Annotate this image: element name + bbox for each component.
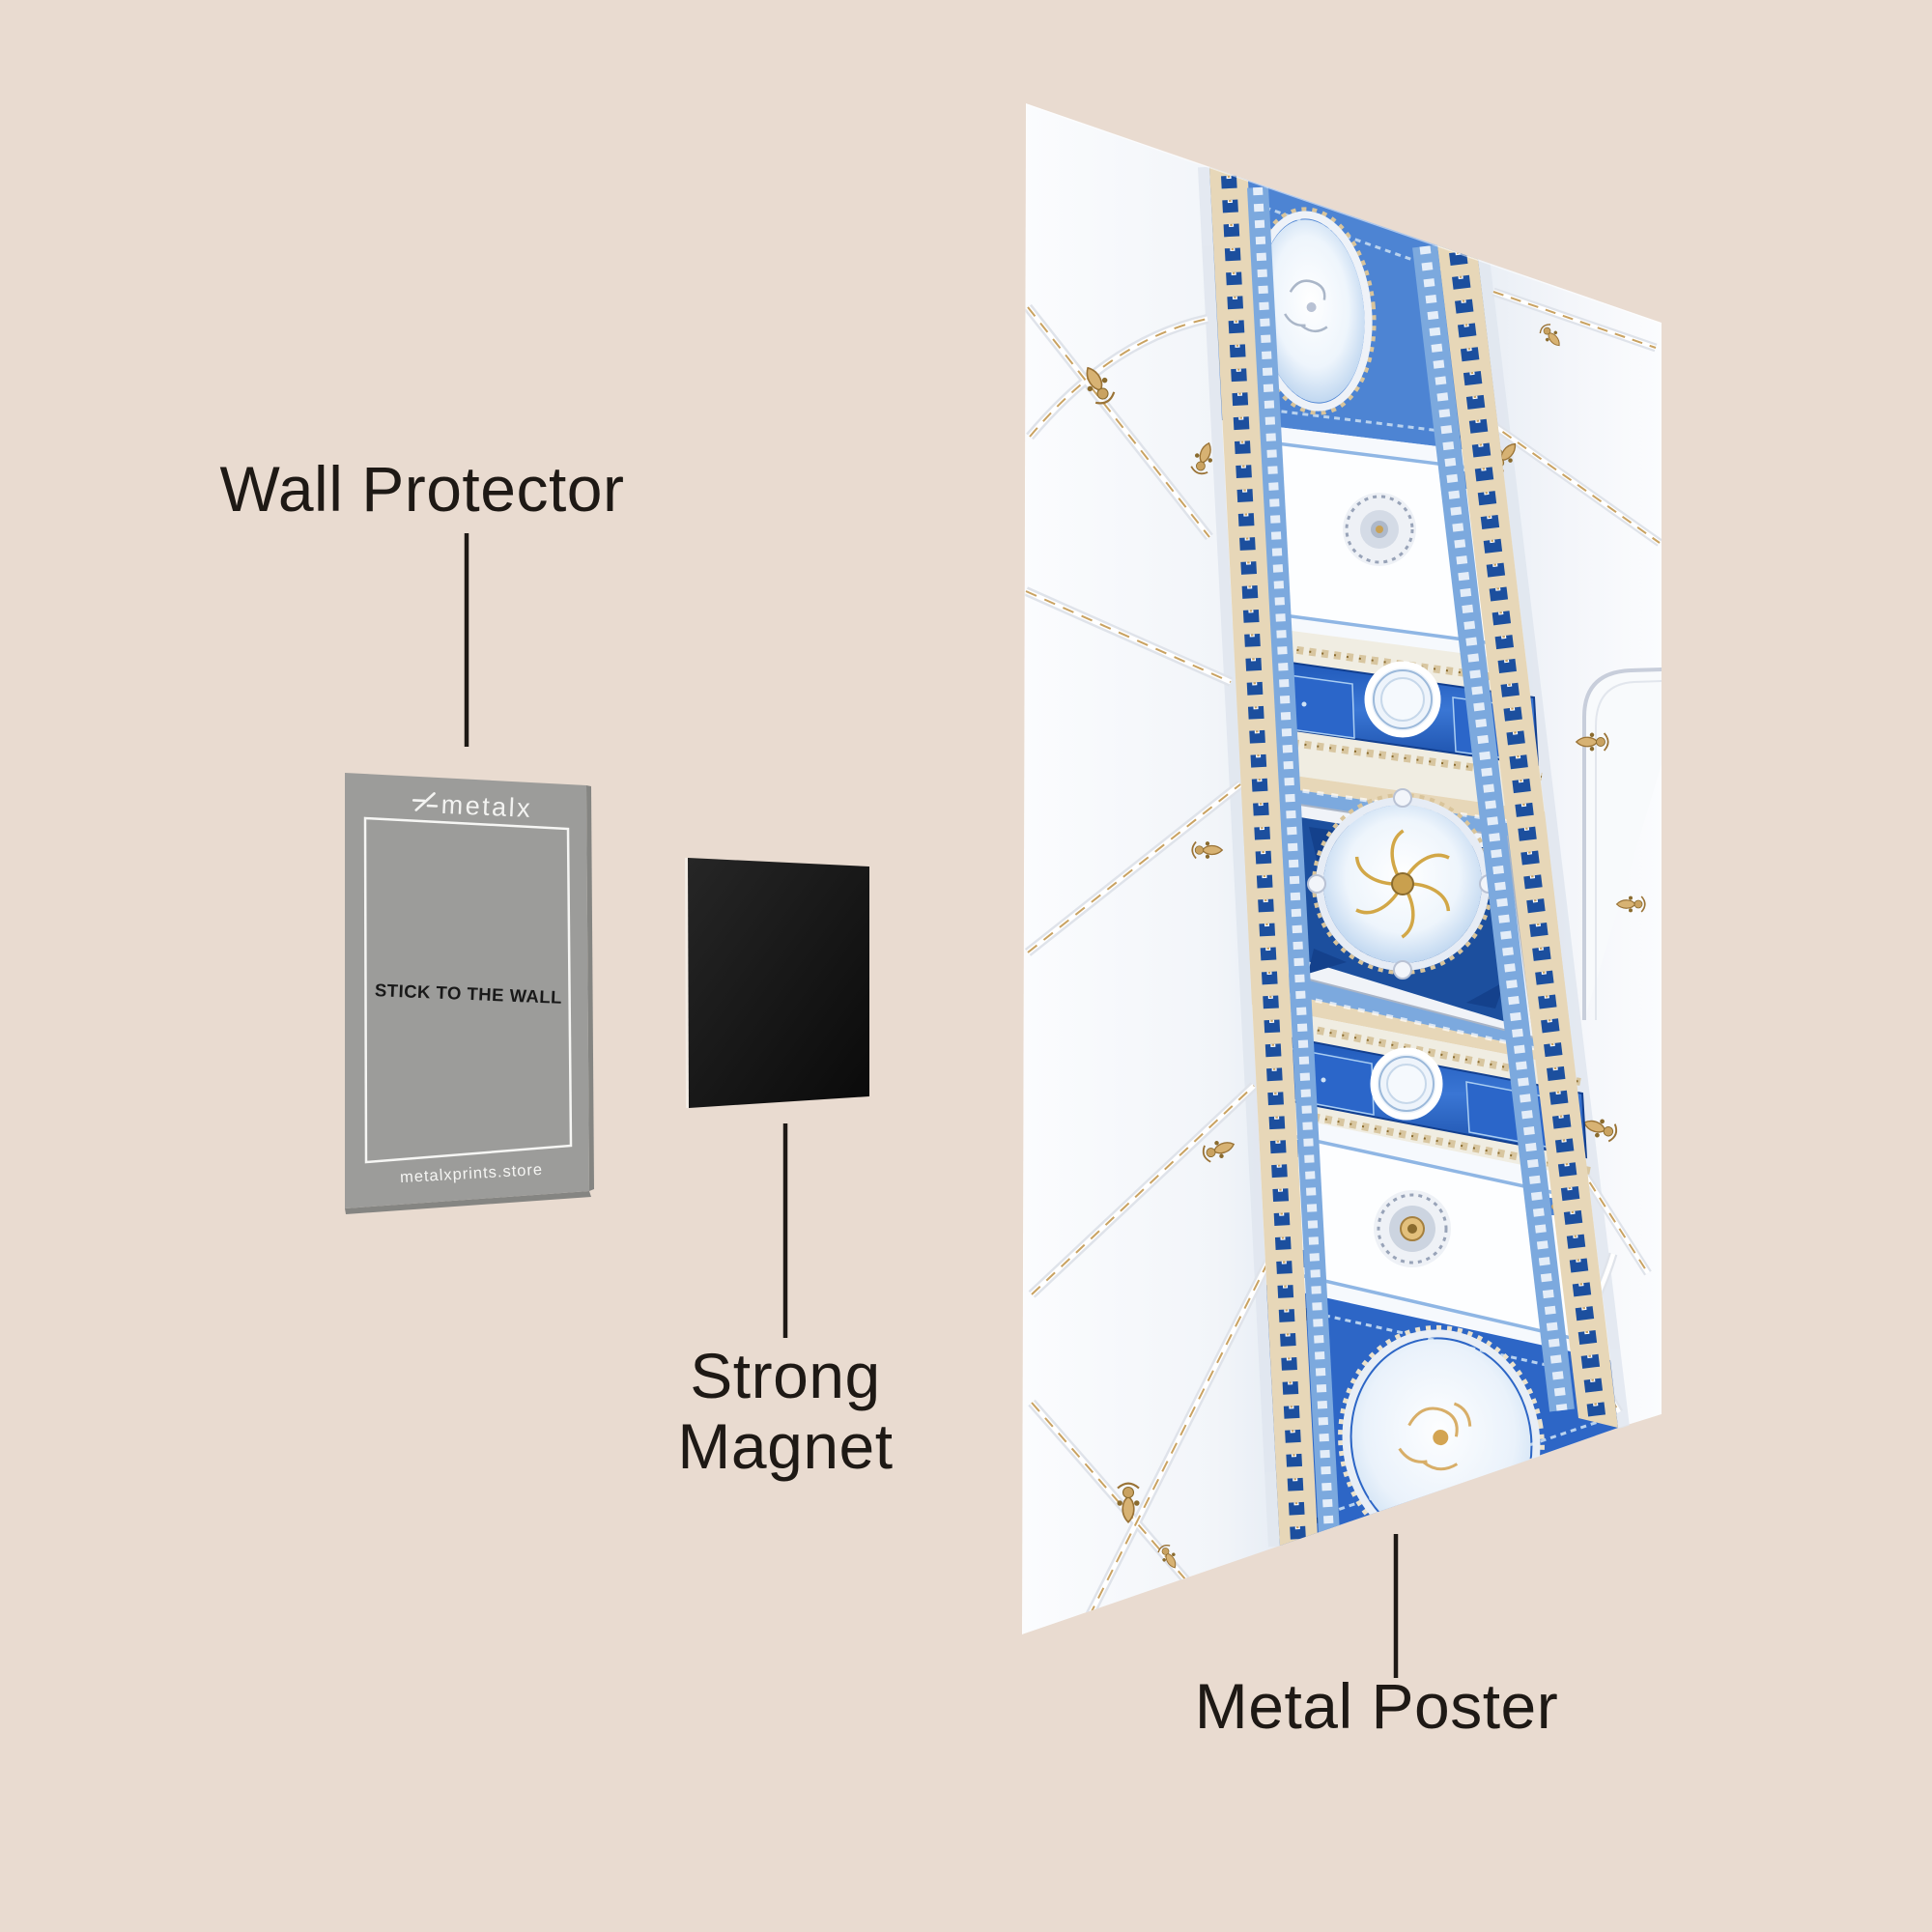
gold-floral <box>1352 827 1453 941</box>
band-panel-middle <box>1240 768 1575 1067</box>
band-cross-section-1 <box>1222 420 1526 662</box>
strong-magnet-label: Strong Magnet <box>677 1341 893 1482</box>
card-right-edge <box>586 785 594 1191</box>
strong-magnet-label-line2: Magnet <box>677 1410 894 1482</box>
divider-ring-1 <box>1364 661 1441 738</box>
strong-magnet-label-line1: Strong <box>690 1340 881 1411</box>
brand-name: metalx <box>440 790 533 823</box>
metal-poster-label: Metal Poster <box>1194 1670 1559 1742</box>
metalx-logo-icon <box>412 792 439 811</box>
metalx-logo: metalx <box>412 790 533 823</box>
divider-ring-2 <box>1370 1047 1443 1121</box>
middle-medallion <box>1307 788 1498 980</box>
card-bottom-edge <box>345 1191 591 1214</box>
wall-protector-label: Wall Protector <box>219 453 625 525</box>
connector-lines <box>464 533 1399 1678</box>
magnet-face <box>688 858 869 1108</box>
metal-poster-artwork <box>1022 103 1662 1634</box>
card-inner-border <box>363 816 573 1164</box>
band-border-columns <box>1209 167 1618 1547</box>
wall-protector-card: metalx STICK TO THE WALL metalxprints.st… <box>345 773 594 1214</box>
card-face <box>345 773 589 1208</box>
rosette-silver-2 <box>1374 1190 1451 1267</box>
magnet-square <box>685 858 869 1108</box>
rosette-silver-1 <box>1343 493 1416 566</box>
left-cove-moldings <box>1023 303 1278 1634</box>
